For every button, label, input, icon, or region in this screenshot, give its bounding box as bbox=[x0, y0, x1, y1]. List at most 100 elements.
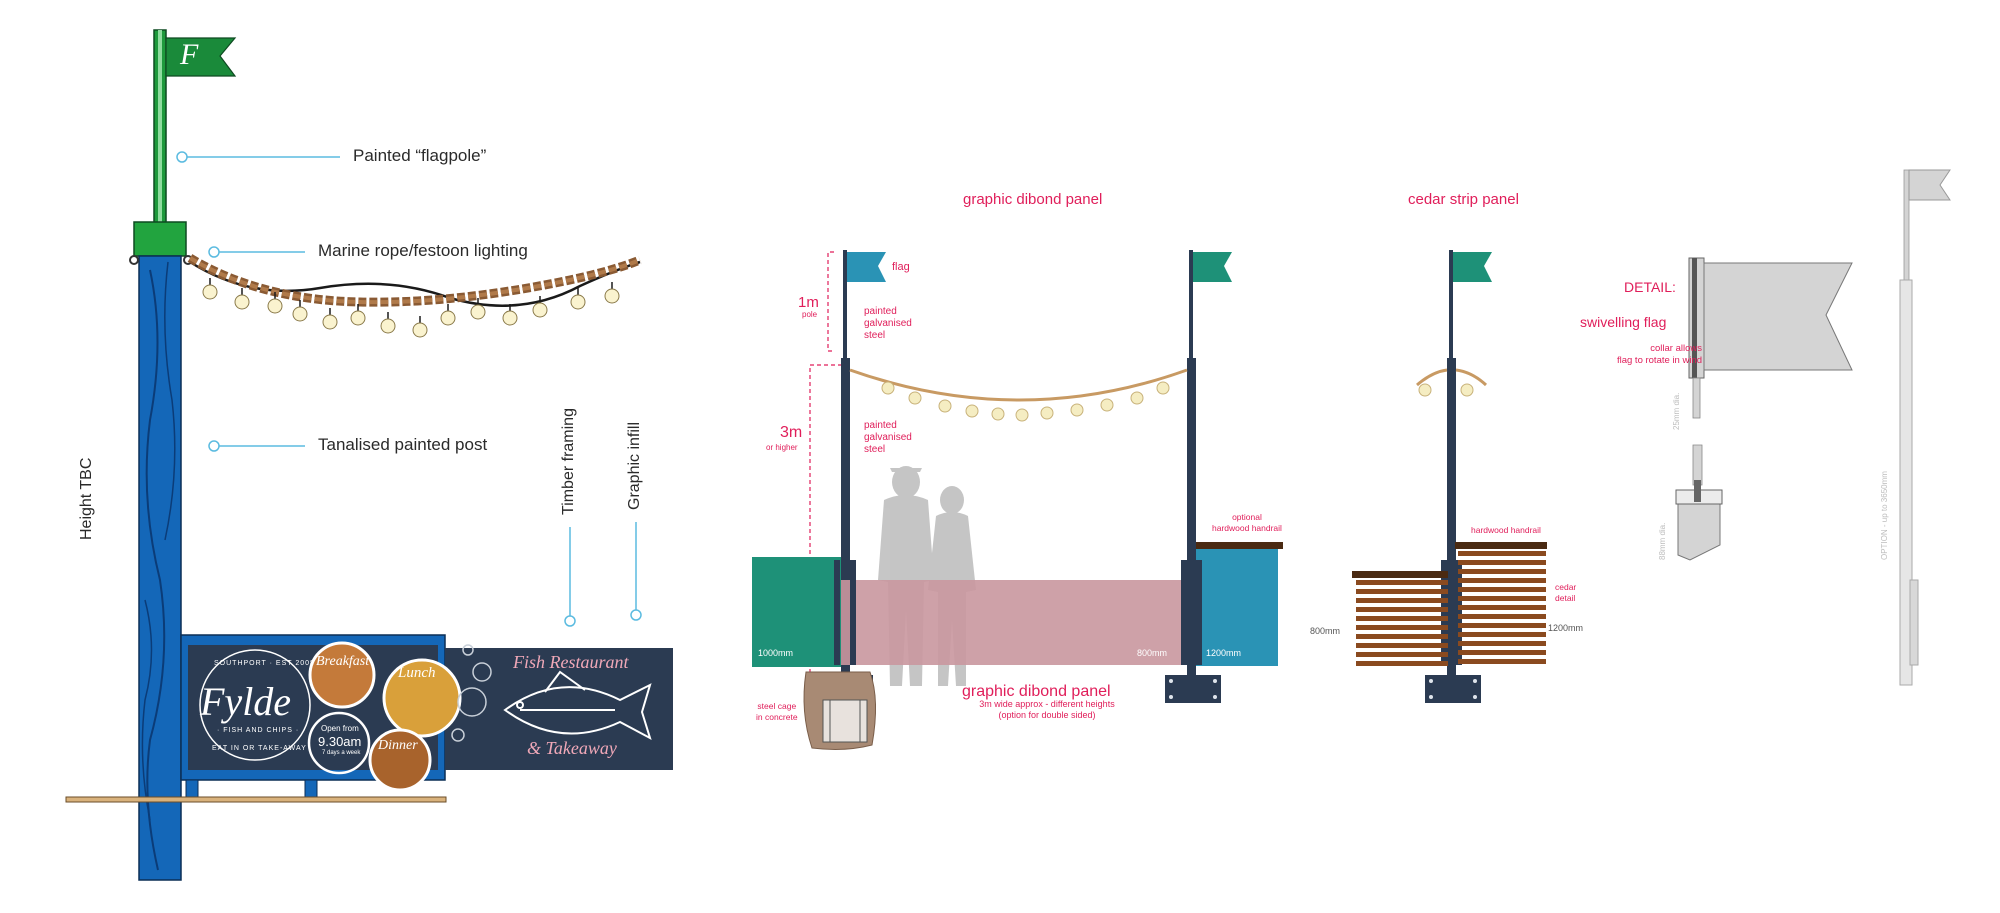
cedar-strip bbox=[1458, 614, 1546, 619]
sign-brand-bottom: EAT IN OR TAKE-AWAY bbox=[212, 745, 307, 752]
festoon-bulb bbox=[380, 318, 396, 334]
flag-label: flag bbox=[892, 261, 910, 273]
festoon-bulb bbox=[1418, 383, 1432, 397]
flag-3 bbox=[1453, 252, 1492, 282]
festoon-bulb bbox=[1015, 408, 1029, 422]
panel-brackets bbox=[834, 560, 1462, 665]
callout-rope-lighting: Marine rope/festoon lighting bbox=[318, 241, 528, 260]
steel-post-2 bbox=[1187, 358, 1196, 685]
steel-label-mid: painted galvanised steel bbox=[864, 420, 912, 455]
callout-dot bbox=[208, 246, 220, 258]
dibond-panel-teal bbox=[752, 557, 841, 667]
rope-1 bbox=[849, 368, 1188, 402]
breakfast-photo bbox=[308, 641, 376, 709]
title-dibond: graphic dibond panel bbox=[963, 191, 1103, 208]
callout-dot bbox=[564, 615, 576, 627]
festoon-bulbs-mid bbox=[881, 381, 1474, 422]
detail-pole bbox=[1692, 377, 1701, 419]
cedar-strip bbox=[1356, 580, 1448, 585]
dibond-panel-pink bbox=[840, 580, 1187, 665]
dia-88-label: 88mm dia. bbox=[1658, 522, 1667, 560]
dim-1000: 1000mm bbox=[758, 648, 794, 658]
cedar-strip bbox=[1458, 632, 1546, 637]
festoon-bulb bbox=[412, 322, 428, 338]
festoon-bulb bbox=[440, 310, 456, 326]
dia-25-label: 25mm dia. bbox=[1672, 392, 1681, 430]
middle-elevation bbox=[752, 250, 1547, 750]
cedar-strip bbox=[1458, 605, 1546, 610]
tall-pole bbox=[1899, 279, 1913, 686]
steel-post-3 bbox=[1447, 358, 1456, 685]
callout-flagpole: Painted “flagpole” bbox=[353, 146, 487, 165]
flag-letter: F bbox=[180, 38, 199, 71]
callout-dot bbox=[630, 609, 642, 621]
pole-dimension bbox=[827, 251, 834, 352]
cedar-strips-right bbox=[1458, 551, 1546, 664]
festoon-bulb bbox=[470, 304, 486, 320]
flag-pole-1 bbox=[843, 250, 847, 360]
cedar-strip bbox=[1356, 589, 1448, 594]
festoon-bulb bbox=[1100, 398, 1114, 412]
bubble bbox=[451, 728, 465, 742]
cedar-strip bbox=[1458, 623, 1546, 628]
pole-flag bbox=[165, 37, 237, 77]
sign-restaurant: Fish Restaurant bbox=[513, 652, 629, 672]
callout-dot bbox=[208, 440, 220, 452]
graphic-infill-label: Graphic infill bbox=[626, 421, 643, 510]
festoon-bulb bbox=[965, 404, 979, 418]
brand-circle bbox=[199, 649, 311, 761]
cedar-strip bbox=[1458, 596, 1546, 601]
festoon-bulb bbox=[1070, 403, 1084, 417]
wood-grain bbox=[145, 269, 166, 871]
cedar-strip bbox=[1356, 652, 1448, 657]
optional-handrail-label: optional hardwood handrail bbox=[1212, 512, 1282, 533]
collar-label: collar allows flag to rotate in wind bbox=[1616, 343, 1702, 366]
bubble bbox=[457, 687, 487, 717]
flag-1 bbox=[847, 252, 886, 282]
flag-pole-3 bbox=[1449, 250, 1453, 360]
festoon-bulb bbox=[292, 306, 308, 322]
callout-post: Tanalised painted post bbox=[318, 435, 488, 454]
pole-dim: 1m bbox=[798, 294, 819, 311]
festoon-bulb bbox=[532, 302, 548, 318]
sign-brand-top: SOUTHPORT · EST 2008 bbox=[214, 660, 315, 667]
cedar-strip bbox=[1356, 661, 1448, 666]
steel-cage-label: steel cage in concrete bbox=[756, 701, 798, 722]
swivel-label: swivelling flag bbox=[1580, 314, 1667, 330]
festoon-bulb bbox=[991, 407, 1005, 421]
cedar-cap-left bbox=[1352, 571, 1448, 578]
steel-post-1 bbox=[841, 358, 850, 685]
post-dim: 3m bbox=[780, 424, 803, 441]
festoon-bulb bbox=[202, 284, 218, 300]
swivel-detail bbox=[1675, 169, 1951, 686]
sign-open-from: Open from bbox=[321, 724, 359, 733]
sign-open-days: 7 days a week bbox=[322, 750, 361, 756]
sign-dinner: Dinner bbox=[378, 738, 418, 753]
festoon-bulb bbox=[908, 391, 922, 405]
rope-2 bbox=[1416, 368, 1488, 387]
bubble bbox=[472, 662, 492, 682]
dibond-panel-blue bbox=[1196, 549, 1278, 666]
ground-line bbox=[65, 796, 447, 803]
festoon-bulb bbox=[1460, 383, 1474, 397]
cedar-strips-left bbox=[1356, 580, 1448, 666]
festoon-bulb bbox=[881, 381, 895, 395]
cedar-strip bbox=[1458, 587, 1546, 592]
sign-breakfast: Breakfast bbox=[316, 654, 370, 669]
base-plate-2 bbox=[1165, 675, 1221, 703]
festoon-bulb bbox=[1040, 406, 1054, 420]
left-elevation bbox=[65, 29, 673, 881]
sign-lunch: Lunch bbox=[398, 665, 436, 681]
panel-caption: graphic dibond panel bbox=[962, 683, 1111, 700]
cedar-detail-label: cedar detail bbox=[1555, 582, 1577, 603]
title-cedar: cedar strip panel bbox=[1408, 191, 1519, 208]
optional-handrail bbox=[1196, 542, 1283, 549]
sign-brand-name: Fylde bbox=[200, 679, 292, 724]
flag-2 bbox=[1193, 252, 1232, 282]
timber-framing-label: Timber framing bbox=[560, 408, 577, 515]
festoon-bulb bbox=[234, 294, 250, 310]
marine-rope-highlight bbox=[188, 256, 641, 305]
tall-pole-top bbox=[1903, 169, 1910, 281]
cedar-strip bbox=[1356, 643, 1448, 648]
